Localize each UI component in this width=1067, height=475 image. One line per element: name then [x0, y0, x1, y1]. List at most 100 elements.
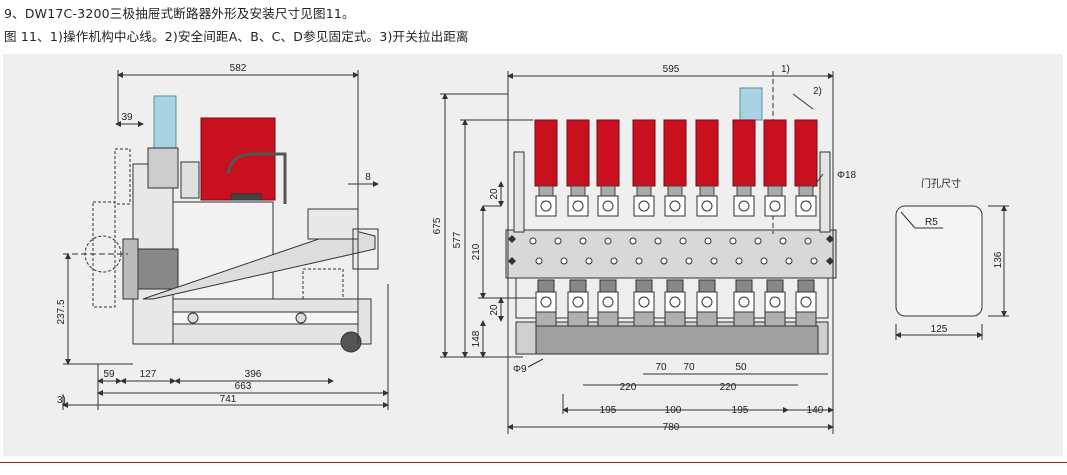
lower-busbar: [633, 311, 655, 327]
lower-terminal-bolt: [602, 296, 614, 308]
frame-bolt: [629, 237, 637, 245]
red-contact: [632, 119, 656, 187]
lower-terminal-bolt: [769, 296, 781, 308]
red-contact: [596, 119, 620, 187]
frame-bolt: [754, 237, 762, 245]
upper-terminal: [764, 195, 786, 217]
dim-20-top: 20: [489, 188, 500, 200]
dim-50: 50: [735, 362, 747, 373]
lower-terminal: [764, 291, 786, 313]
lower-neck: [635, 279, 653, 293]
lower-neck: [735, 279, 753, 293]
lower-neck: [797, 279, 815, 293]
dim-195b: 195: [732, 405, 749, 416]
lower-terminal-bolt: [572, 296, 584, 308]
lower-neck: [698, 279, 716, 293]
red-contact: [695, 119, 719, 187]
dim-140: 140: [807, 405, 824, 416]
upper-terminal-bolt: [602, 200, 614, 212]
frame-bolt: [810, 257, 818, 265]
frame-bolt: [804, 237, 812, 245]
footer-divider: [0, 462, 1067, 463]
frame-bolt: [554, 237, 562, 245]
technical-drawing: 582 39 8 237.5 59 127 396 663 741 3): [56, 63, 1009, 434]
lower-busbar: [535, 311, 557, 327]
lower-neck: [599, 279, 617, 293]
dim-phi18: Φ18: [837, 170, 857, 181]
frame-bolt: [704, 237, 712, 245]
dim-220b: 220: [720, 382, 737, 393]
lower-terminal-bolt: [638, 296, 650, 308]
lower-busbar: [664, 311, 686, 327]
contact-neck: [767, 185, 783, 197]
upper-terminal-bolt: [738, 200, 750, 212]
frame-bolt: [679, 237, 687, 245]
frame-bolt: [710, 257, 718, 265]
dim-582: 582: [230, 63, 247, 74]
dim-148: 148: [471, 330, 482, 347]
door-hole-view: [895, 205, 1009, 340]
door-hole-radius: R5: [925, 217, 938, 228]
upper-terminal: [664, 195, 686, 217]
door-hole-title: 门孔尺寸: [921, 177, 961, 190]
lower-neck: [569, 279, 587, 293]
lower-neck: [766, 279, 784, 293]
dim-595: 595: [663, 64, 680, 75]
lower-busbar: [764, 311, 786, 327]
upper-terminal: [696, 195, 718, 217]
side-view: [62, 70, 389, 410]
lower-terminal: [597, 291, 619, 313]
upper-terminal-bolt: [638, 200, 650, 212]
dim-195a: 195: [600, 405, 617, 416]
upper-terminal: [535, 195, 557, 217]
upper-terminal-bolt: [540, 200, 552, 212]
lower-terminal-bolt: [540, 296, 552, 308]
upper-terminal: [795, 195, 817, 217]
contact-neck: [699, 185, 715, 197]
lower-terminal-bolt: [669, 296, 681, 308]
door-hole-width: 125: [931, 324, 948, 335]
lower-busbar: [567, 311, 589, 327]
dim-237-5: 237.5: [56, 299, 67, 324]
front-view-bolts: [508, 235, 834, 265]
front-view-labels: 595 1) 2) 675 577 20 210 20 148 Φ18 Φ9 7…: [432, 64, 857, 433]
contact-neck: [538, 185, 554, 197]
dim-8: 8: [365, 172, 371, 183]
upper-terminal-bolt: [701, 200, 713, 212]
upper-terminal-bolt: [769, 200, 781, 212]
dim-100: 100: [665, 405, 682, 416]
frame-bolt: [604, 237, 612, 245]
dim-70a: 70: [655, 362, 667, 373]
upper-terminal-bolt: [572, 200, 584, 212]
frame-bolt: [535, 257, 543, 265]
frame-bolt: [735, 257, 743, 265]
lower-terminal-bolt: [701, 296, 713, 308]
lower-terminal: [696, 291, 718, 313]
frame-bolt: [654, 237, 662, 245]
dim-675: 675: [432, 217, 443, 234]
red-contact: [732, 119, 756, 187]
lower-busbar: [696, 311, 718, 327]
lower-terminal: [795, 291, 817, 313]
dim-780: 780: [663, 422, 680, 433]
lower-busbar: [597, 311, 619, 327]
red-contact: [794, 119, 818, 187]
frame-bolt: [610, 257, 618, 265]
lower-terminal-bolt: [800, 296, 812, 308]
upper-terminal: [733, 195, 755, 217]
upper-terminal: [633, 195, 655, 217]
red-contact: [534, 119, 558, 187]
contact-neck: [600, 185, 616, 197]
corner-marker: [826, 257, 834, 265]
note-1: 1): [781, 64, 790, 75]
frame-bolt: [660, 257, 668, 265]
dim-577: 577: [452, 231, 463, 248]
lower-terminal-bolt: [738, 296, 750, 308]
dim-663: 663: [235, 381, 252, 392]
frame-bolt: [760, 257, 768, 265]
frame-bolt: [579, 237, 587, 245]
side-view-labels: 582 39 8 237.5 59 127 396 663 741 3): [56, 63, 371, 406]
lower-neck: [666, 279, 684, 293]
lower-terminal: [535, 291, 557, 313]
note-2: 2): [813, 86, 822, 97]
